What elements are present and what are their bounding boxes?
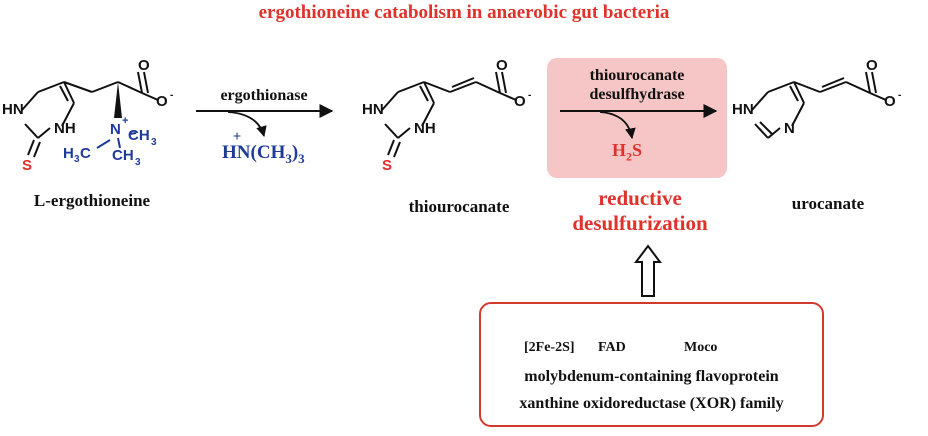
svg-text:O: O: [496, 57, 508, 74]
svg-text:+: +: [122, 115, 128, 127]
svg-text:CH: CH: [128, 127, 150, 144]
arrow-step1: [196, 104, 334, 138]
thiourocanate-atoms: HN NH S O O -: [362, 57, 531, 174]
desulfhydrase-label-line2: desulfhydrase: [589, 86, 685, 103]
trimethylamine-byproduct: HN+(CH3)3: [222, 129, 305, 166]
urocanate-atoms: HN N O O -: [732, 57, 901, 137]
ergothioneine-atoms: HN NH S O O - N + CH 3 H 3 C CH 3: [2, 57, 173, 174]
desulfhydrase-label-line1: thiourocanate: [589, 67, 685, 84]
process-label: reductive desulfurization: [540, 186, 740, 236]
svg-text:N: N: [784, 120, 795, 137]
svg-text:CH: CH: [112, 147, 134, 164]
arrow-step2: [560, 104, 718, 140]
svg-text:N: N: [110, 121, 121, 138]
process-label-line2: desulfurization: [572, 211, 708, 235]
svg-text:3: 3: [151, 137, 157, 148]
svg-text:HN: HN: [2, 101, 24, 118]
moco-domain-label: Moco: [684, 340, 718, 355]
svg-text:S: S: [22, 157, 32, 174]
ergothioneine-structure: [21, 71, 159, 158]
svg-text:3: 3: [74, 154, 80, 165]
xor-description-line2: xanthine oxidoreductase (XOR) family: [519, 395, 784, 412]
desulfhydrase-label: thiourocanate desulfhydrase: [547, 66, 727, 104]
svg-text:O: O: [866, 57, 878, 74]
xor-enzyme-box: [2Fe-2S] FAD Moco molybdenum-containing …: [479, 302, 824, 427]
svg-text:-: -: [170, 90, 173, 101]
svg-text:C: C: [80, 145, 91, 162]
svg-text:HN: HN: [732, 101, 754, 118]
svg-text:O: O: [156, 93, 168, 110]
fad-domain-label: FAD: [598, 340, 626, 355]
svg-text:O: O: [138, 57, 150, 74]
svg-text:HN: HN: [362, 101, 384, 118]
svg-text:NH: NH: [414, 120, 436, 137]
urocanate-structure: [751, 71, 887, 139]
svg-text:S: S: [382, 157, 392, 174]
xor-description-line1: molybdenum-containing flavoprotein: [524, 368, 779, 385]
h2s-byproduct: H2S: [612, 140, 643, 164]
process-label-line1: reductive: [598, 186, 682, 210]
ergothionase-label: ergothionase: [220, 87, 308, 104]
desulfhydrase-highlight-box: [547, 58, 727, 178]
ergothioneine-name: L-ergothioneine: [33, 191, 151, 210]
svg-text:3: 3: [135, 157, 141, 168]
svg-text:NH: NH: [54, 120, 76, 137]
hollow-up-arrow: [634, 244, 662, 297]
svg-text:O: O: [514, 93, 526, 110]
svg-text:H: H: [63, 145, 74, 162]
thiourocanate-structure: [381, 71, 517, 158]
urocanate-name: urocanate: [791, 194, 865, 213]
svg-text:-: -: [528, 90, 531, 101]
svg-text:O: O: [884, 93, 896, 110]
diagram-title: ergothioneine catabolism in anaerobic gu…: [258, 2, 670, 23]
fe-s-domain-label: [2Fe-2S]: [524, 340, 575, 355]
thiourocanate-name: thiourocanate: [408, 197, 510, 216]
svg-text:-: -: [898, 90, 901, 101]
